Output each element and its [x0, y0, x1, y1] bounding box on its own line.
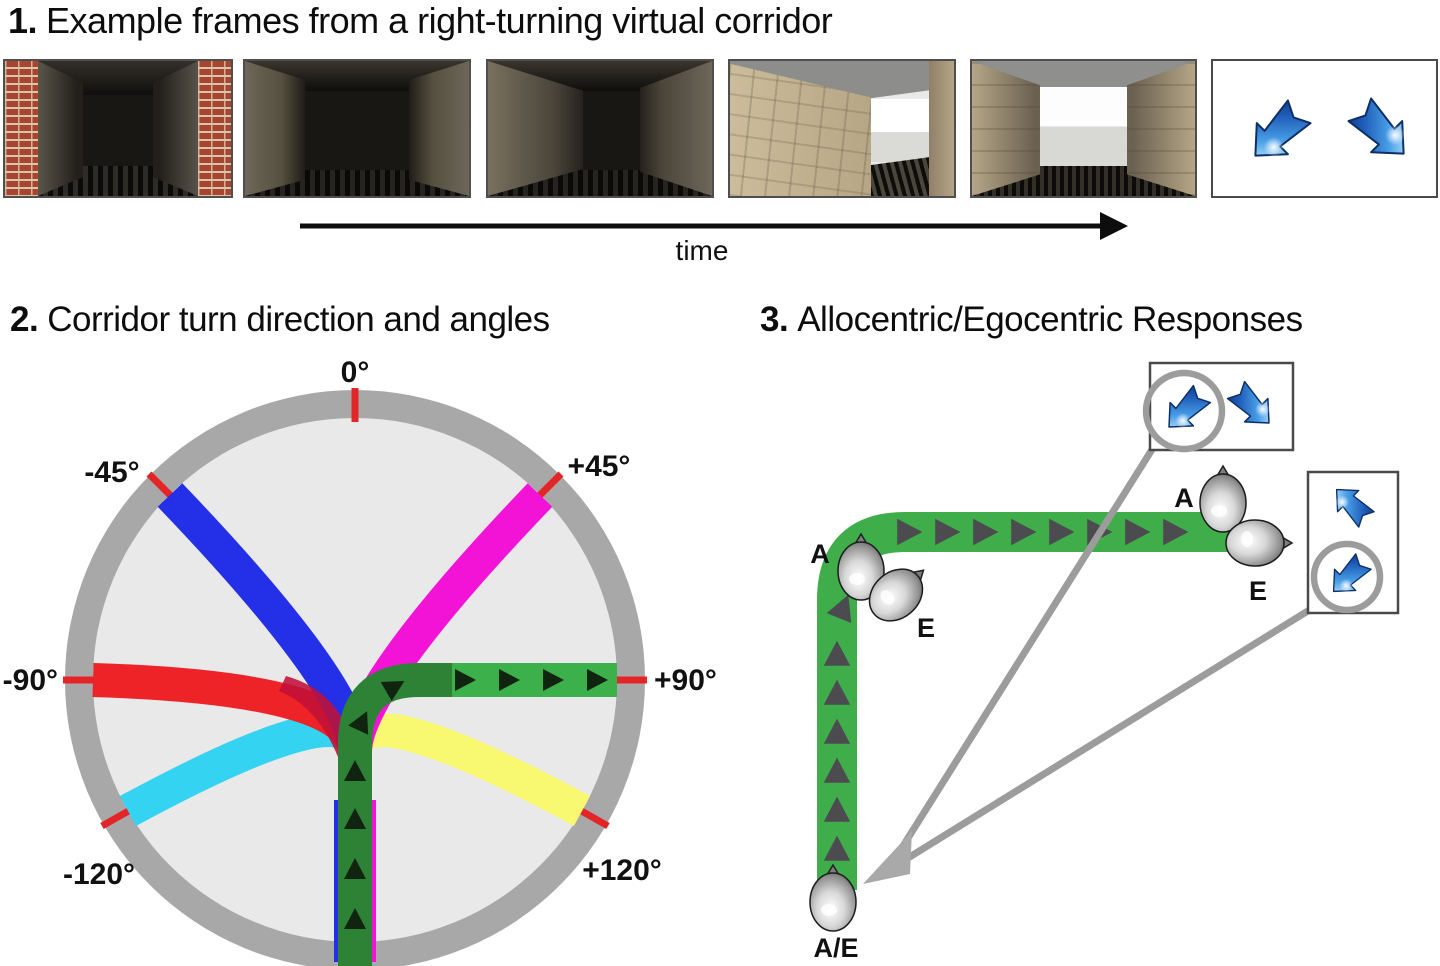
corridor-frame-1 [3, 59, 233, 198]
brick-wall-left [5, 61, 38, 196]
band-overlap-region [279, 676, 354, 757]
label-elbow-allocentric: A [810, 539, 830, 569]
label-elbow-egocentric: E [917, 613, 935, 643]
panel3-number: 3. [760, 300, 789, 339]
turn-opening [871, 99, 933, 162]
tick-minus45 [146, 471, 176, 501]
tiled-wall-right [1127, 61, 1195, 196]
traveled-path-plus90 [338, 663, 617, 966]
panel1-number: 1. [8, 0, 38, 41]
connector-line-1 [900, 438, 1161, 848]
corridor-wall-left [38, 61, 83, 196]
selection-circle-2 [1310, 540, 1384, 614]
label-start: A/E [813, 933, 858, 963]
angle-label-0: 0° [341, 356, 370, 389]
tiled-pillar-right [929, 61, 954, 196]
end-wall [1040, 87, 1127, 166]
head-icon-end-egocentric [1225, 519, 1293, 567]
angle-label-plus120: +120° [582, 854, 662, 887]
angle-label-minus120: -120° [63, 858, 135, 891]
time-arrow [300, 212, 1128, 240]
brick-wall-right [198, 61, 231, 196]
panel2-title: 2.Corridor turn direction and angles [10, 300, 550, 340]
corridor-wall-right [409, 61, 469, 196]
head-icon-end-allocentric [1199, 465, 1247, 533]
turn-circle: 0° -45° +45° -90° +90° -120° +120° [3, 356, 717, 966]
angle-label-minus45: -45° [84, 456, 139, 489]
turn-left-arrow-icon [1238, 95, 1316, 173]
traveled-path-stem-shade [338, 663, 452, 966]
turn-right-arrow-icon [1343, 93, 1421, 171]
tick-plus45 [534, 471, 564, 501]
angle-label-plus45: +45° [568, 450, 631, 483]
corridor-wall-right [640, 61, 712, 196]
selection-arrowhead [863, 831, 912, 884]
panel2-number: 2. [10, 300, 39, 339]
corridor-wall-left [245, 61, 305, 196]
pan3-title-text: Allocentric/Egocentric Responses [797, 300, 1303, 339]
label-end-egocentric: E [1249, 576, 1267, 606]
tiled-wall-left [972, 61, 1040, 196]
time-label: time [676, 235, 729, 266]
angle-label-minus90: -90° [3, 664, 58, 697]
corridor-frame-4 [728, 59, 956, 198]
panel1-title-text: Example frames from a right-turning virt… [46, 0, 833, 41]
angle-ticks [63, 388, 647, 830]
connector-line-2 [906, 598, 1326, 861]
corridor-frame-5 [970, 59, 1197, 198]
tick-plus120 [576, 805, 610, 830]
angle-label-plus90: +90° [654, 664, 717, 697]
response-diagram: A E A E A/E [809, 361, 1400, 963]
corridor-frame-2 [243, 59, 471, 198]
corridor-frame-3 [486, 59, 714, 198]
response-box-1 [1142, 361, 1295, 453]
panel2-title-text: Corridor turn direction and angles [47, 300, 550, 339]
response-box-2 [1306, 470, 1400, 615]
selection-circle-1 [1142, 369, 1226, 453]
label-end-allocentric: A [1174, 483, 1194, 513]
tick-minus120 [100, 805, 134, 830]
corridor-wall-right [153, 61, 198, 196]
panel1-title: 1.Example frames from a right-turning vi… [8, 0, 833, 42]
panel3-title: 3.Allocentric/Egocentric Responses [760, 300, 1303, 340]
